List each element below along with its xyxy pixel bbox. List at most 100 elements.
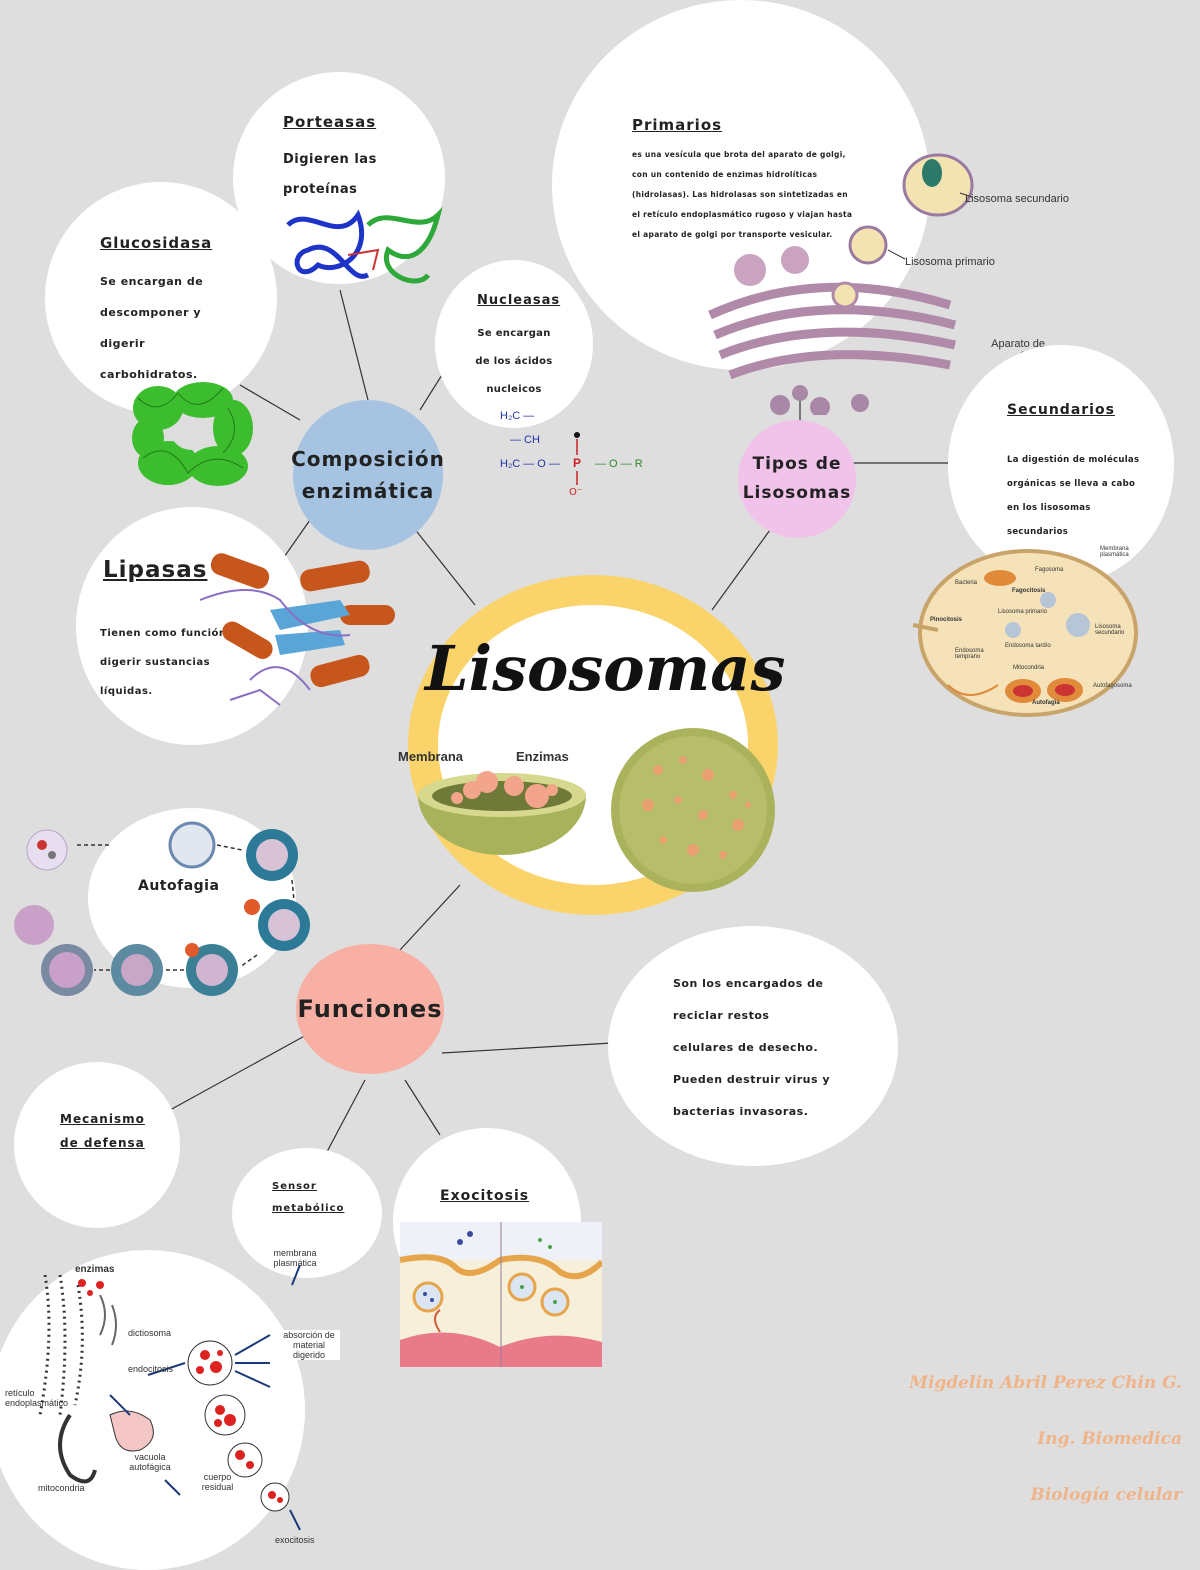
sd-autofagosoma: Autofagosoma	[1093, 683, 1132, 689]
sd-membrana: Membrana plasmática	[1100, 546, 1129, 558]
glucosidasa-title: Glucosidasa	[100, 234, 213, 252]
sensor-line2: metabólico	[272, 1203, 345, 1214]
bd-mitocondria: mitocondria	[38, 1483, 85, 1493]
tipos-line2: Lisosomas	[742, 483, 852, 503]
sd-endosoma-tardio: Endosoma tardío	[1005, 643, 1051, 649]
main-title: Lisosomas	[425, 632, 786, 705]
porteasas-line2: proteínas	[283, 182, 358, 197]
lipasas-line3: líquidas.	[100, 686, 153, 697]
primarios-line5: el aparato de golgi por transporte vesic…	[632, 230, 833, 239]
glucosidasa-line1: Se encargan de	[100, 275, 204, 288]
porteasas-title: Porteasas	[283, 113, 377, 131]
reciclar-line1: Son los encargados de	[673, 977, 824, 990]
reciclar-line4: Pueden destruir virus y	[673, 1073, 831, 1086]
porteasas-bubble	[233, 72, 445, 284]
sd-bacteria: Bacteria	[955, 580, 978, 586]
golgi-apparatus-image	[708, 153, 974, 415]
lipasas-text: Tienen como función digerir sustancias l…	[100, 619, 227, 706]
funciones-label: Funciones	[297, 995, 443, 1023]
primarios-line1: es una vesícula que brota del aparato de…	[632, 150, 846, 159]
lipasas-title: Lipasas	[103, 557, 208, 583]
label-lisosoma-secundario: Lisosoma secundario	[965, 193, 1069, 205]
funciones-hub: Funciones	[296, 944, 444, 1074]
primarios-line4: el retículo endoplasmático rugoso y viaj…	[632, 210, 853, 219]
mecanismo-bubble	[14, 1062, 180, 1228]
reciclar-bubble	[608, 926, 898, 1166]
sd-lis-primario: Lisosoma primario	[998, 609, 1048, 615]
svg-text:H₂C —: H₂C —	[500, 410, 534, 422]
nucleasas-line3: nucleicos	[486, 384, 542, 395]
nucleasas-line1: Se encargan	[477, 328, 551, 339]
svg-text:— O — R: — O — R	[595, 458, 643, 470]
glucosidasa-line3: digerir	[100, 337, 146, 350]
mecanismo-text: Mecanismo de defensa	[60, 1107, 145, 1155]
exocitosis-title: Exocitosis	[440, 1188, 530, 1204]
sensor-text: Sensor metabólico	[272, 1176, 344, 1220]
bd-vacuola: vacuola autofágica	[129, 1452, 171, 1472]
lysosome-sphere	[611, 728, 775, 892]
composicion-hub: Composición enzimática	[291, 400, 445, 550]
autophagy-cycle-image	[14, 821, 310, 996]
sd-fagocitosis: Fagocitosis	[1012, 588, 1046, 594]
svg-text:H₂C — O —: H₂C — O —	[500, 458, 560, 470]
glucosidasa-bubble	[45, 182, 277, 414]
author-course: Biología celular	[1030, 1485, 1182, 1505]
glucosidasa-line2: descomponer y	[100, 306, 202, 319]
sd-pinocitosis: Pinocitosis	[930, 617, 963, 623]
secundarios-line1: La digestión de moléculas	[1007, 455, 1140, 465]
bd-cuerpo: cuerpo residual	[201, 1472, 234, 1492]
tipos-line1: Tipos de	[752, 454, 842, 475]
svg-text:P: P	[573, 456, 581, 470]
secundarios-line3: en los lisosomas	[1007, 503, 1091, 513]
reciclar-line2: reciclar restos	[673, 1009, 770, 1022]
nucleasas-line2: de los ácidos	[475, 356, 553, 367]
glucosidase-structure-image	[132, 382, 253, 486]
bd-membrana: membrana plasmática	[273, 1248, 317, 1268]
porteasas-text: Digieren las proteínas	[283, 145, 377, 205]
lipasas-line2: digerir sustancias	[100, 657, 211, 668]
label-lisosoma-primario: Lisosoma primario	[905, 256, 995, 268]
label-enzimas: Enzimas	[516, 749, 569, 764]
reciclar-text: Son los encargados de reciclar restos ce…	[673, 968, 830, 1128]
primarios-title: Primarios	[632, 116, 723, 134]
lipase-structure-image	[199, 553, 395, 706]
secundarios-text: La digestión de moléculas orgánicas se l…	[1007, 448, 1139, 544]
primarios-text: es una vesícula que brota del aparato de…	[632, 145, 852, 245]
secundarios-title: Secundarios	[1007, 402, 1115, 418]
nucleasas-bubble	[435, 260, 593, 428]
author-program: Ing. Biomedica	[1037, 1429, 1182, 1449]
protease-structure-image	[286, 206, 443, 284]
primarios-line3: (hidrolasas). Las hidrolasas son sinteti…	[632, 190, 848, 199]
bd-absorcion: absorción de material digerido	[278, 1330, 340, 1360]
glucosidasa-line4: carbohidratos.	[100, 368, 198, 381]
lysosome-pathway-diagram	[38, 1264, 301, 1531]
secundarios-line4: secundarios	[1007, 527, 1069, 537]
bd-dictiosoma: dictiosoma	[128, 1328, 172, 1338]
mecanismo-line2: de defensa	[60, 1136, 145, 1150]
primarios-line2: con un contenido de enzimas hidrolíticas	[632, 170, 818, 179]
glucosidasa-text: Se encargan de descomponer y digerir car…	[100, 266, 203, 390]
composicion-line2: enzimática	[301, 479, 435, 503]
endocytosis-bubble	[0, 1250, 305, 1570]
sd-autofagia: Autofagia	[1032, 700, 1060, 706]
tipos-hub: Tipos de Lisosomas	[738, 420, 856, 538]
svg-text:— CH: — CH	[510, 434, 540, 446]
sd-mitocondria: Mitocondria	[1013, 665, 1045, 671]
lipasas-line1: Tienen como función	[100, 628, 227, 639]
secundarios-bubble	[948, 345, 1174, 585]
mecanismo-line1: Mecanismo	[60, 1112, 145, 1126]
bd-reticulo: retículo endoplasmático	[5, 1388, 69, 1408]
nucleasas-title: Nucleasas	[477, 293, 561, 308]
sd-fagosoma: Fagosoma	[1035, 567, 1064, 573]
autofagia-label: Autofagia	[138, 878, 220, 894]
reciclar-line5: bacterias invasoras.	[673, 1105, 809, 1118]
bd-endocitosis: endocitosis	[128, 1364, 174, 1374]
sd-lis-secundario: Lisosoma secundario	[1095, 624, 1125, 636]
nucleasas-text: Se encargan de los ácidos nucleicos	[472, 320, 556, 404]
secundarios-line2: orgánicas se lleva a cabo	[1007, 479, 1136, 489]
reciclar-line3: celulares de desecho.	[673, 1041, 819, 1054]
porteasas-line1: Digieren las	[283, 152, 377, 167]
composicion-line1: Composición	[291, 447, 445, 471]
